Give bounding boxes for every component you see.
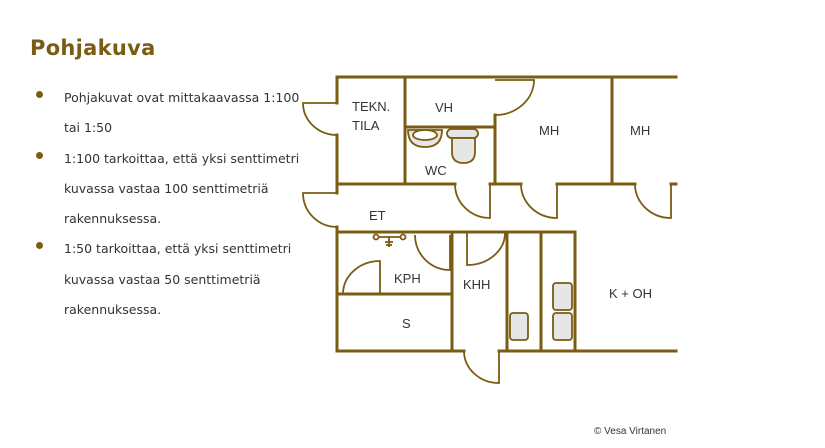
door-icon — [414, 234, 451, 271]
room-label-tekn: TEKN. — [352, 99, 390, 114]
shower-icon — [372, 233, 407, 247]
room-label-mh: MH — [630, 123, 650, 138]
room-label-s: S — [402, 316, 411, 331]
page-title: Pohjakuva — [30, 36, 156, 60]
fixtures — [372, 128, 573, 341]
bullet-item: 1:100 tarkoittaa, että yksi senttimetri … — [36, 144, 306, 235]
bullet-item: 1:50 tarkoittaa, että yksi senttimetri k… — [36, 234, 306, 325]
room-label-wc: WC — [425, 163, 447, 178]
sink-basin-icon — [412, 129, 438, 141]
appliance-icon — [552, 312, 573, 341]
door-icon — [302, 102, 338, 136]
door-icon — [342, 260, 381, 295]
room-labels: TEKN. TILA VH WC MH MH ET KPH KHH K + OH… — [352, 99, 652, 331]
room-label-khh: KHH — [463, 277, 490, 292]
door-icon — [520, 183, 558, 219]
appliance-icon — [552, 282, 573, 311]
bullet-list: Pohjakuvat ovat mittakaavassa 1:100 tai … — [36, 83, 306, 325]
room-label-k-oh: K + OH — [609, 286, 652, 301]
bullet-item: Pohjakuvat ovat mittakaavassa 1:100 tai … — [36, 83, 306, 144]
door-icon — [494, 79, 535, 116]
room-label-kph: KPH — [394, 271, 421, 286]
toilet-bowl-icon — [451, 137, 476, 164]
door-icon — [302, 192, 338, 228]
door-icon — [454, 183, 491, 219]
room-label-et: ET — [369, 208, 386, 223]
doors — [302, 79, 672, 384]
room-label-mh: MH — [539, 123, 559, 138]
room-label-vh: VH — [435, 100, 453, 115]
walls — [335, 75, 678, 353]
copyright: © Vesa Virtanen — [594, 426, 667, 437]
room-label-tila: TILA — [352, 118, 380, 133]
appliance-icon — [509, 312, 529, 341]
door-icon — [463, 350, 500, 384]
door-icon — [634, 183, 672, 219]
door-icon — [466, 232, 506, 266]
toilet-tank-icon — [446, 128, 479, 139]
